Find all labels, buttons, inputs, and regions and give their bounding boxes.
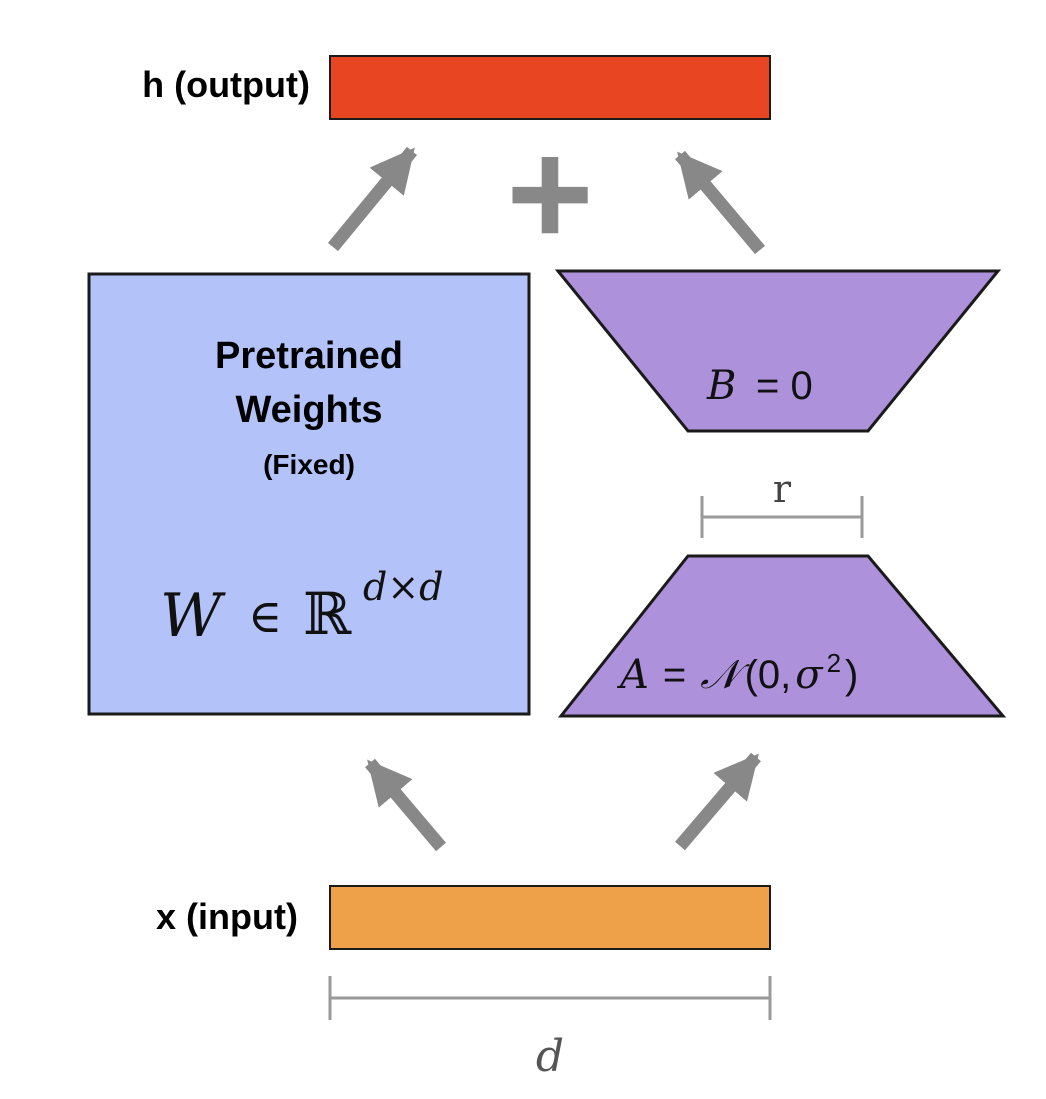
width-label: d [536,1031,564,1082]
rank-label: r [773,467,792,511]
adapter-b-trapezoid [554,269,1002,433]
element-of-symbol: ∈ [248,589,282,643]
pretrained-title-line1: Pretrained [215,335,403,377]
weights-dimension-exponent: d×d [363,565,444,609]
adapter-b-var: B [706,363,736,409]
output-label: h (output) [142,64,310,105]
plus-operator: + [506,109,594,277]
pretrained-title-line2: Weights [235,389,382,431]
variance-exponent: 2 [827,648,841,678]
adapter-a-formula: A = 𝒩 (0, σ 2 ) [616,648,858,698]
weights-var: W [160,581,226,651]
sigma-symbol: σ [795,652,824,698]
pretrained-subtitle: (Fixed) [263,449,355,480]
adapter-a-trapezoid [557,554,1007,718]
pretrained-weights-box [87,272,531,716]
adapter-a-close: ) [845,653,858,697]
weights-to-output-arrow [327,146,418,252]
input-to-weights-arrow [365,758,446,852]
output-bar [329,55,771,120]
real-numbers-symbol: ℝ [303,580,352,648]
adapter-a-equals: = [663,653,686,697]
adapter-a-args: (0, [745,653,792,697]
input-label: x (input) [156,896,298,937]
adapter-b-value: = 0 [756,364,813,408]
input-to-adapter-arrow [675,752,761,851]
adapter-to-output-arrow [675,150,765,255]
input-bar [329,885,771,950]
adapter-a-var: A [616,652,649,698]
